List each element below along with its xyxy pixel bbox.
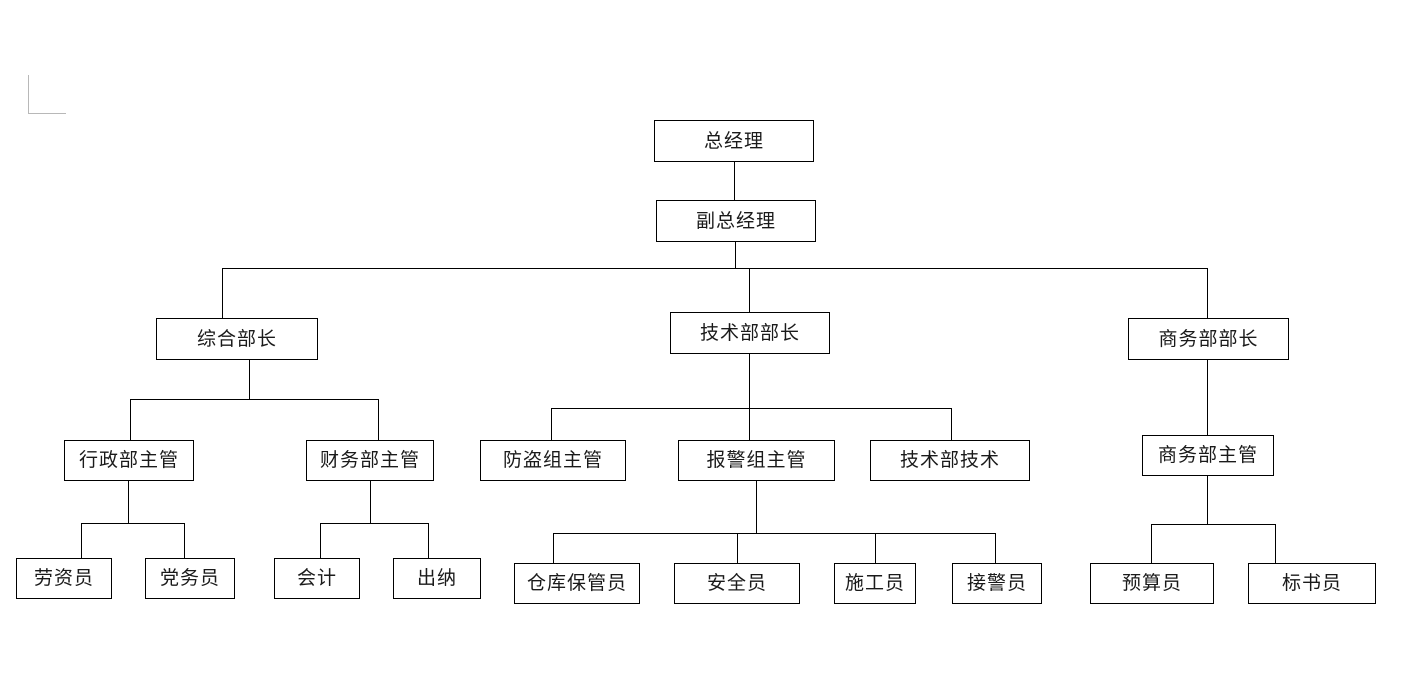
org-node-n12: 劳资员 xyxy=(16,558,112,599)
connector-drop-to-dispatch xyxy=(995,533,996,563)
org-node-n19: 接警员 xyxy=(952,563,1042,604)
connector-trunk-admin-down xyxy=(128,481,129,523)
connector-trunk-finance-down xyxy=(370,481,371,523)
connector-drop-to-construction xyxy=(875,533,876,563)
org-node-n10: 技术部技术 xyxy=(870,440,1030,481)
connector-drop-to-warehouse xyxy=(553,533,554,563)
connector-drop-to-cashier xyxy=(428,523,429,558)
connector-drop-to-budget-clerk xyxy=(1151,524,1152,563)
connector-drop-to-alarm xyxy=(749,408,750,440)
org-node-n9: 报警组主管 xyxy=(678,440,835,481)
connector-trunk-deputy-to-bus xyxy=(735,242,736,268)
org-node-n13: 党务员 xyxy=(145,558,235,599)
connector-trunk-technical-down xyxy=(749,354,750,408)
org-node-n6: 行政部主管 xyxy=(64,440,194,481)
connector-drop-to-party-clerk xyxy=(184,523,185,558)
connector-bus-alarm xyxy=(553,533,996,534)
org-node-n15: 出纳 xyxy=(393,558,481,599)
connector-drop-to-tech-staff xyxy=(951,408,952,440)
connector-drop-to-safety xyxy=(737,533,738,563)
connector-trunk-gm-to-deputy xyxy=(734,162,735,200)
connector-drop-to-labor-clerk xyxy=(81,523,82,558)
org-node-n20: 预算员 xyxy=(1090,563,1214,604)
connector-drop-to-bid-clerk xyxy=(1275,524,1276,563)
org-node-n16: 仓库保管员 xyxy=(514,563,640,604)
org-node-n2: 副总经理 xyxy=(656,200,816,242)
connector-trunk-business-down xyxy=(1207,360,1208,435)
org-node-n4: 技术部部长 xyxy=(670,312,830,354)
org-node-n17: 安全员 xyxy=(674,563,800,604)
connector-bus-finance xyxy=(320,523,429,524)
connector-drop-to-finance-super xyxy=(378,399,379,440)
connector-bus-comprehensive xyxy=(130,399,379,400)
connector-bus-admin xyxy=(81,523,185,524)
connector-drop-bus-to-comprehensive xyxy=(222,268,223,318)
org-node-n21: 标书员 xyxy=(1248,563,1376,604)
connector-bus-business xyxy=(1151,524,1276,525)
org-node-n8: 防盗组主管 xyxy=(480,440,626,481)
connector-bus-level3 xyxy=(222,268,1208,269)
connector-drop-bus-to-business xyxy=(1207,268,1208,318)
connector-trunk-comprehensive-down xyxy=(249,360,250,399)
connector-drop-bus-to-technical xyxy=(749,268,750,312)
org-node-n14: 会计 xyxy=(274,558,360,599)
connector-trunk-business-sup-down xyxy=(1207,476,1208,524)
connector-trunk-alarm-down xyxy=(756,481,757,533)
connector-drop-to-accountant xyxy=(320,523,321,558)
page-margin-corner-mark xyxy=(28,75,66,114)
org-node-n11: 商务部主管 xyxy=(1142,435,1274,476)
connector-bus-technical xyxy=(551,408,952,409)
org-node-n7: 财务部主管 xyxy=(306,440,434,481)
org-node-n18: 施工员 xyxy=(834,563,916,604)
org-node-n5: 商务部部长 xyxy=(1128,318,1289,360)
org-node-n1: 总经理 xyxy=(654,120,814,162)
connector-drop-to-antitheft xyxy=(551,408,552,440)
connector-drop-to-admin-super xyxy=(130,399,131,440)
org-node-n3: 综合部长 xyxy=(156,318,318,360)
